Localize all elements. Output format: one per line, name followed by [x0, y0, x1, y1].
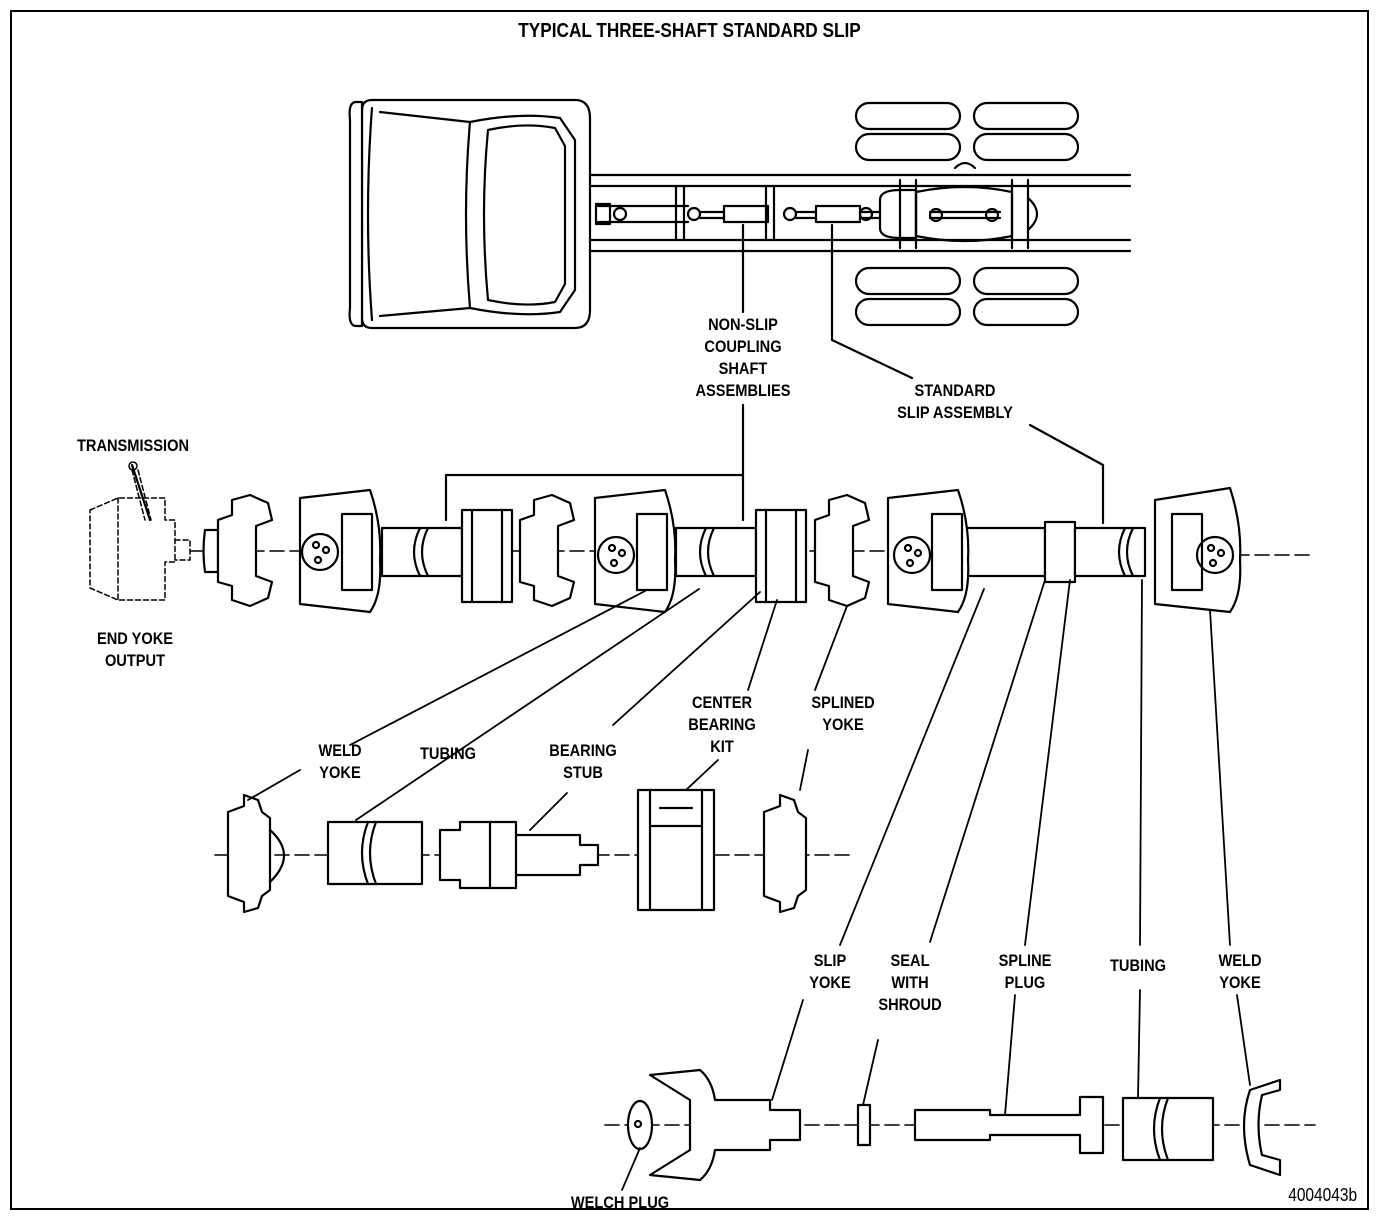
assembled-driveline — [89, 461, 1316, 614]
diagram-frame — [10, 10, 1369, 1210]
truck-top-view — [348, 98, 1132, 330]
label-splined-yoke: SPLINED YOKE — [811, 693, 875, 734]
label-end-yoke-output: END YOKE OUTPUT — [96, 629, 174, 670]
leader-lines — [247, 579, 1251, 1191]
leader-transmission — [130, 463, 152, 522]
label-slip-yoke: SLIP YOKE — [809, 951, 851, 992]
label-transmission: TRANSMISSION — [76, 436, 190, 455]
leader-non-slip — [444, 223, 745, 522]
label-welch-plug: WELCH PLUG — [570, 1193, 670, 1212]
figure-number: 4004043b — [1288, 1185, 1357, 1205]
label-spline-plug: SPLINE PLUG — [998, 951, 1052, 992]
label-tubing-1: TUBING — [419, 744, 477, 763]
diagram-title: TYPICAL THREE-SHAFT STANDARD SLIP — [518, 20, 861, 42]
label-non-slip: NON-SLIP COUPLING SHAFT ASSEMBLIES — [695, 315, 791, 400]
label-seal-with-shroud: SEAL WITH SHROUD — [878, 951, 942, 1014]
label-weld-yoke-2: WELD YOKE — [1218, 951, 1262, 992]
label-bearing-stub: BEARING STUB — [549, 741, 617, 782]
non-slip-exploded — [214, 788, 851, 914]
label-center-bearing-kit: CENTER BEARING KIT — [688, 693, 756, 756]
leader-standard-slip — [830, 223, 1105, 525]
slip-exploded — [604, 1068, 1316, 1182]
label-weld-yoke-1: WELD YOKE — [318, 741, 362, 782]
label-standard-slip: STANDARD SLIP ASSEMBLY — [897, 381, 1013, 422]
label-tubing-2: TUBING — [1109, 956, 1167, 975]
